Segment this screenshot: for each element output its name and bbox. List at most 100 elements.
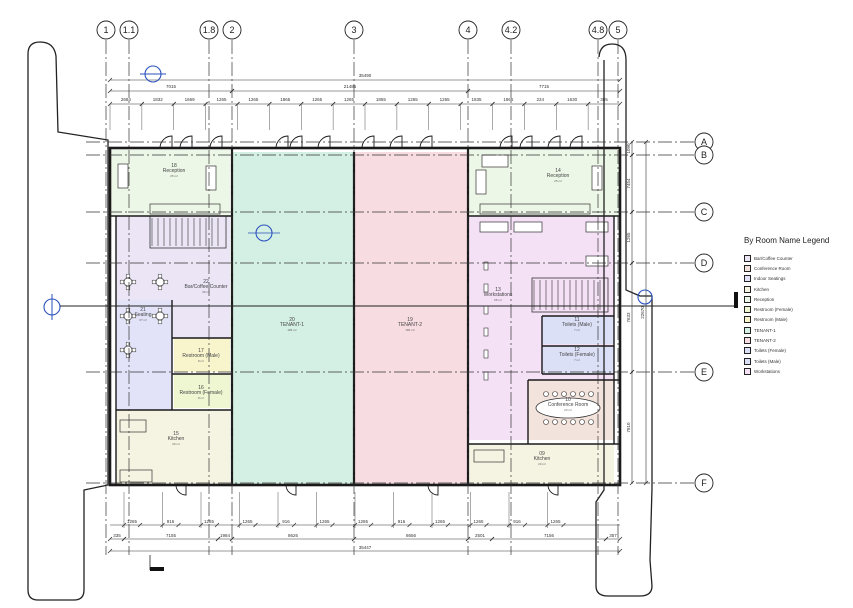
grid-bubble-col (608, 20, 628, 40)
chair (151, 279, 157, 285)
dimension-tick (484, 522, 489, 528)
legend-swatch (744, 285, 751, 293)
dimension-tick (629, 139, 635, 145)
dimension-value: 1832 (153, 97, 164, 102)
dimension-tick (229, 88, 235, 94)
legend-item: Reception (744, 294, 850, 304)
dimension-value: 1265 (319, 519, 330, 524)
grid-bubble-row (694, 145, 714, 165)
room-name: Kitchen (534, 456, 551, 462)
grid-bubble-col (344, 20, 364, 40)
dimension-value: 1265 (248, 97, 259, 102)
dimension-tick (617, 536, 623, 542)
dimension-tick (214, 522, 220, 528)
dimension-value: 35490 (359, 73, 372, 78)
dimension-value: 8656 (406, 533, 417, 538)
dimension-value: 1265 (435, 519, 446, 524)
chair (125, 319, 131, 325)
door-swing (499, 135, 513, 149)
chair (588, 419, 594, 425)
door-swing (209, 135, 223, 149)
room-number: 17 (198, 348, 204, 354)
legend-swatch (744, 306, 751, 314)
dimension-value: 1265 (217, 97, 228, 102)
chair (483, 261, 489, 271)
chair (125, 353, 131, 359)
legend-swatch (744, 295, 751, 303)
door-swing (547, 135, 561, 149)
sofa (205, 165, 217, 191)
room-name: Kitchen (168, 436, 185, 442)
dimension-value: 7015 (166, 84, 177, 89)
door-swing (317, 135, 331, 149)
chair (157, 285, 163, 291)
dimension-value: 1265 (358, 519, 369, 524)
chair (588, 391, 594, 397)
room-name: Conference Room (548, 402, 589, 408)
room-name: TENANT-2 (398, 322, 422, 328)
grid-label-row: B (701, 150, 707, 160)
dimension-value: 7633 (626, 312, 631, 323)
staircase (531, 277, 609, 313)
legend-label: Indoor Seatings (754, 276, 786, 282)
dimension-value: 916 (167, 519, 175, 524)
room-number: 15 (173, 431, 179, 437)
legend-swatch (744, 326, 751, 334)
dimension-value: 355 (600, 97, 608, 102)
grid-bubble-col (119, 20, 139, 40)
dimension-value: 1630 (567, 97, 578, 102)
room-name: TENANT-1 (280, 322, 304, 328)
grid-label-row: E (701, 367, 707, 377)
dimension-value: 335 (113, 533, 121, 538)
dimension-value: 1265 (473, 519, 484, 524)
grid-bubble-col (199, 20, 219, 40)
chair (125, 307, 131, 313)
room-number: 21 (140, 307, 146, 313)
chair (552, 419, 558, 425)
chair (570, 391, 576, 397)
dimension-value: 1984 (220, 533, 231, 538)
counter (479, 203, 591, 215)
dimension-value: 1265 (312, 97, 323, 102)
room-number: 12 (574, 347, 580, 353)
dimension-value: 1265 (550, 519, 561, 524)
grid-label-col: 2 (229, 25, 234, 35)
room-area: 186 m² (405, 328, 414, 332)
legend-label: Toilets (Male) (754, 358, 781, 364)
kitchen-counter (119, 419, 147, 433)
legend-item: Bar/Coffee Counter (744, 253, 850, 263)
door-swing (547, 484, 559, 496)
dimension-tick (522, 522, 528, 528)
dimension-value: 916 (513, 519, 521, 524)
chair (561, 419, 567, 425)
dimension-tick (107, 88, 113, 94)
legend-swatch (744, 357, 751, 365)
dimension-tick (291, 522, 297, 528)
legend-swatch (744, 275, 751, 283)
dimension-value: 2501 (475, 533, 486, 538)
door-swing (427, 484, 439, 496)
chair (483, 327, 489, 337)
door-swing (419, 135, 433, 149)
door-swing (389, 135, 403, 149)
chair (119, 279, 125, 285)
kitchen-counter (119, 469, 153, 483)
grid-bubble-row (694, 473, 714, 493)
grid-label-col: 3 (351, 25, 356, 35)
dimension-tick (368, 522, 374, 528)
room-area: 186 m² (287, 328, 296, 332)
chair (552, 391, 558, 397)
round-table (123, 277, 133, 287)
legend-label: Restroom (Male) (754, 317, 788, 323)
legend-swatch (744, 367, 751, 375)
door-swing (285, 484, 297, 496)
dimension-tick (465, 88, 471, 94)
dimension-tick (176, 522, 181, 528)
chair (131, 313, 137, 319)
dimension-tick (445, 522, 451, 528)
grid-bubble-col (222, 20, 242, 40)
door-swing (179, 135, 193, 149)
